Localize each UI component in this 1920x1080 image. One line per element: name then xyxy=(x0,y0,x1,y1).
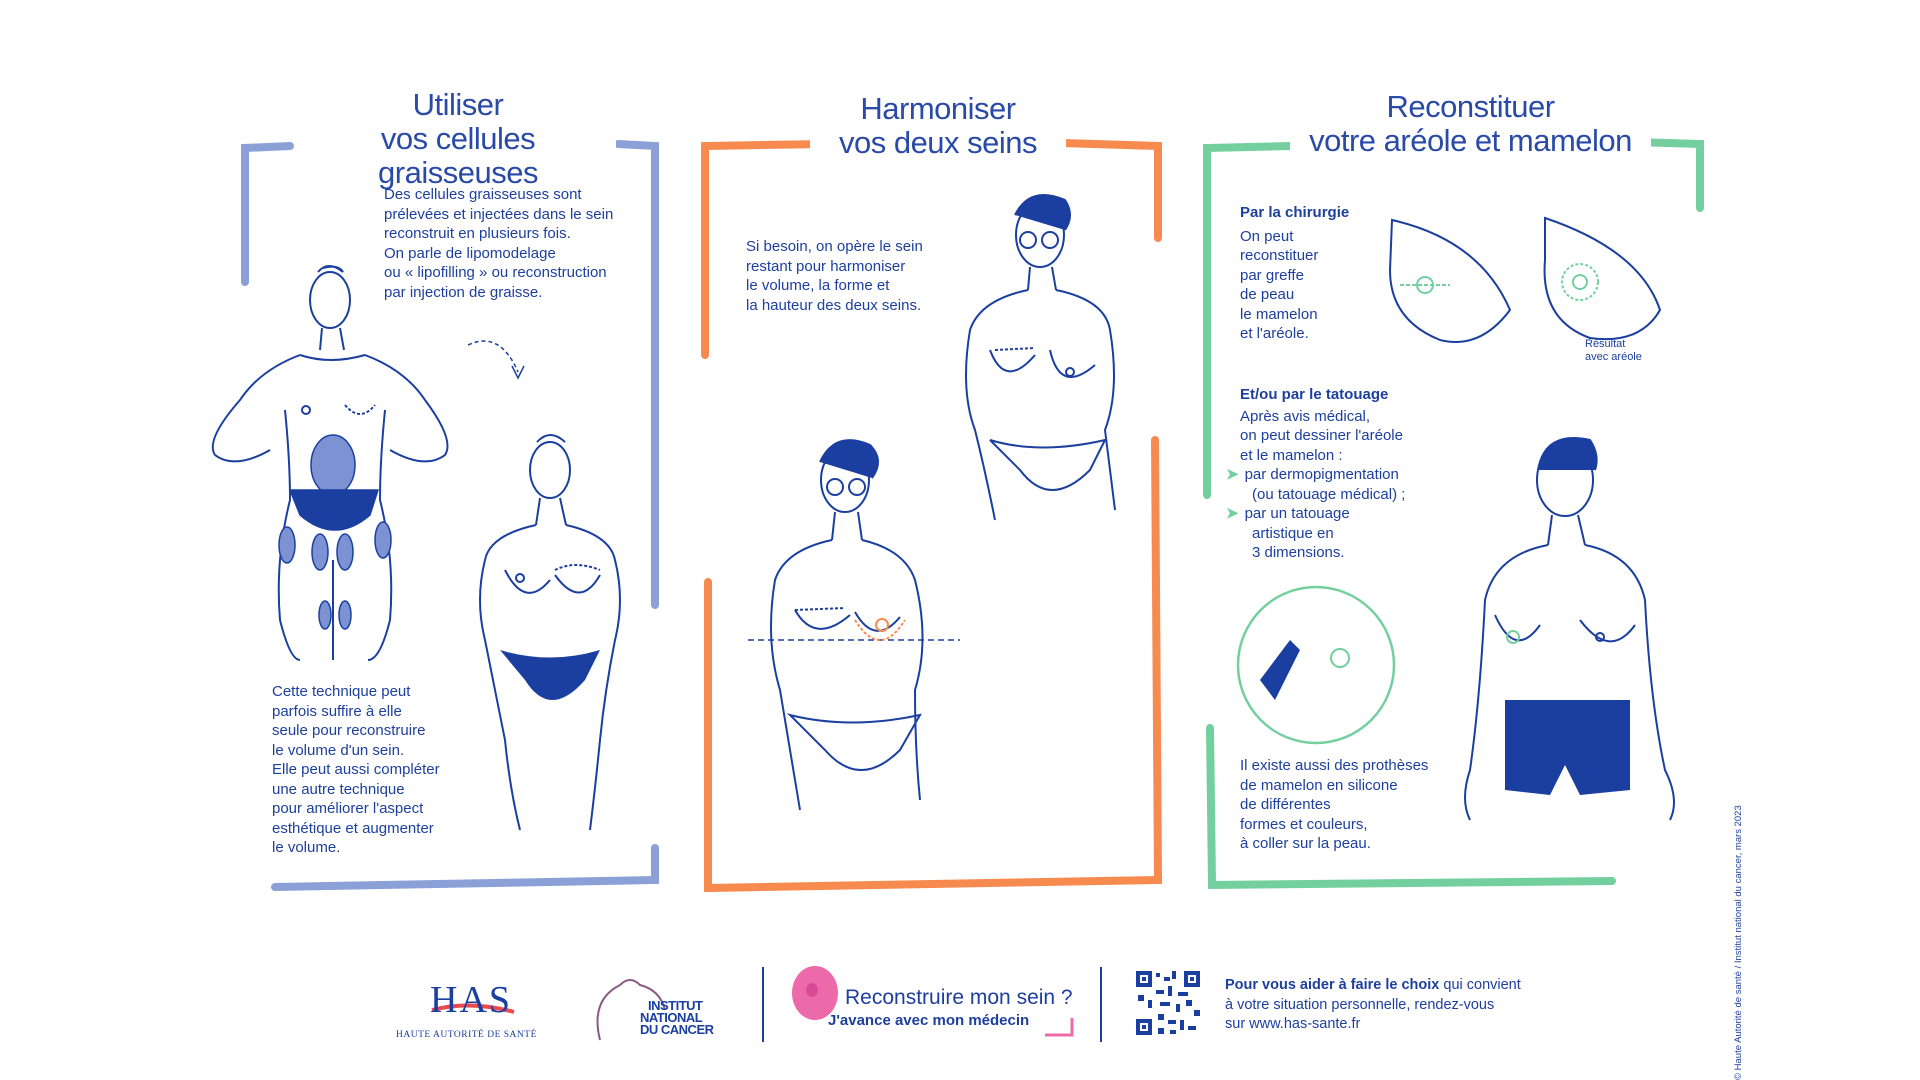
panel1-title-line2: vos cellules graisseuses xyxy=(378,121,538,190)
underwear xyxy=(500,650,600,700)
figure-harmonize-after xyxy=(770,439,924,811)
panel2-title-line1: Harmoniser xyxy=(860,91,1016,126)
figure-lipofilling-result xyxy=(479,434,621,831)
text-line: On peut xyxy=(1240,227,1294,245)
caption-line: avec aréole xyxy=(1585,351,1642,363)
inca-logo-silhouette xyxy=(596,979,666,1041)
cta-link[interactable]: sur www.has-sante.fr xyxy=(1225,1016,1361,1032)
text-line: prélevées et injectées dans le sein xyxy=(384,205,614,223)
has-logo: HAS xyxy=(430,979,513,1021)
panel3-title-line2: votre aréole et mamelon xyxy=(1309,123,1632,158)
campaign-title: Reconstruire mon sein ? xyxy=(845,986,1073,1009)
panel2-frame xyxy=(701,138,1163,893)
text-line: On parle de lipomodelage xyxy=(384,244,556,262)
has-logo-subtitle: HAUTE AUTORITÉ DE SANTÉ xyxy=(396,1030,537,1040)
tattoo-closeup-circle xyxy=(1236,585,1396,745)
cta-text: à votre situation personnelle, rendez-vo… xyxy=(1225,996,1495,1013)
text-line: on peut dessiner l'aréole xyxy=(1240,427,1403,444)
arrow-dashed-icon xyxy=(467,340,519,373)
text-line: à coller sur la peau. xyxy=(1240,835,1371,852)
tattoo-heading: Et/ou par le tatouage xyxy=(1240,386,1389,403)
panel1-title: Utiliser vos cellules graisseuses xyxy=(300,88,616,190)
text-line: reconstituer xyxy=(1240,247,1319,264)
text-line: parfois suffire à elle xyxy=(272,702,402,720)
text-line: par greffe xyxy=(1240,266,1304,284)
text-line: par injection de graisse. xyxy=(384,283,543,301)
text-line: ou « lipofilling » ou reconstruction xyxy=(384,264,607,281)
text-line: une autre technique xyxy=(272,780,405,798)
text-line: artistique en xyxy=(1252,524,1334,542)
panel2-title-line2: vos deux seins xyxy=(838,125,1038,160)
text-line: Elle peut aussi compléter xyxy=(272,761,440,778)
text-line: (ou tatouage médical) ; xyxy=(1252,485,1406,503)
text-line: formes et couleurs, xyxy=(1240,815,1368,833)
qr-code xyxy=(1136,971,1200,1035)
text-line: reconstruit en plusieurs fois. xyxy=(384,225,571,242)
inca-line: INSTITUT xyxy=(648,998,703,1013)
inca-line: DU CANCER xyxy=(640,1022,714,1037)
fat-zones xyxy=(278,434,392,630)
text-line: par dermopigmentation xyxy=(1244,466,1399,483)
text-line: le volume. xyxy=(272,839,341,856)
chevron-right-icon: ➤ xyxy=(1226,505,1239,522)
boxer-shorts xyxy=(1505,700,1630,795)
text-line: de peau xyxy=(1240,286,1295,303)
caption-line: Résultat xyxy=(1585,338,1626,350)
tattoo-hand xyxy=(1260,640,1300,700)
panel3-frame xyxy=(1203,138,1704,890)
figure-harmonize-before xyxy=(965,194,1116,521)
campaign-subtitle: J'avance avec mon médecin xyxy=(828,1012,1030,1029)
cta-text: qui convient xyxy=(1439,977,1521,993)
bullet-item: ➤ par un tatouage xyxy=(1226,504,1405,524)
panel3-surgery: Par la chirurgie On peut reconstituer pa… xyxy=(1240,203,1349,344)
panel3-tattoo: Et/ou par le tatouage Après avis médical… xyxy=(1226,385,1406,563)
result-caption: Résultat avec aréole xyxy=(1585,338,1642,364)
copyright: © Haute Autorité de santé / Institut nat… xyxy=(1733,805,1744,1080)
cta-bold: Pour vous aider à faire le choix xyxy=(1225,977,1440,993)
orange-nipple-mark xyxy=(875,618,889,632)
surgery-heading: Par la chirurgie xyxy=(1240,204,1350,221)
panel3-title: Reconstituer votre aréole et mamelon xyxy=(1290,90,1651,158)
panel1-title-line1: Utiliser xyxy=(412,87,504,122)
panel1-frame xyxy=(241,140,659,891)
text-line: Cette technique peut xyxy=(272,683,411,700)
figure-lipofilling-donor xyxy=(211,265,449,661)
text-line: la hauteur des deux seins. xyxy=(746,296,922,314)
text-line: de mamelon en silicone xyxy=(1240,776,1398,794)
striped-underwear xyxy=(989,438,1107,491)
text-line: Si besoin, on opère le sein xyxy=(746,238,923,255)
text-line: le volume, la forme et xyxy=(746,277,890,294)
text-line: seule pour reconstruire xyxy=(272,722,426,739)
bullet-item: ➤ par dermopigmentation xyxy=(1226,465,1405,485)
text-line: restant pour harmoniser xyxy=(746,257,906,275)
text-line: et l'aréole. xyxy=(1240,325,1309,342)
inca-logo: INSTITUT NATIONAL DU CANCER xyxy=(640,998,714,1037)
chevron-right-icon: ➤ xyxy=(1226,466,1239,483)
panel2-intro: Si besoin, on opère le sein restant pour… xyxy=(746,237,923,315)
footer-cta: Pour vous aider à faire le choix qui con… xyxy=(1225,976,1521,1035)
panel3-prosthesis: Il existe aussi des prothèses de mamelon… xyxy=(1240,756,1428,854)
text-line: de différentes xyxy=(1240,796,1331,813)
text-line: Après avis médical, xyxy=(1240,407,1371,425)
text-line: le mamelon xyxy=(1240,305,1318,323)
panel2-title: Harmoniser vos deux seins xyxy=(810,92,1066,160)
text-line: 3 dimensions. xyxy=(1252,544,1345,561)
text-line: le volume d'un sein. xyxy=(272,741,405,759)
text-line: Il existe aussi des prothèses xyxy=(1240,757,1429,774)
figure-areola-result xyxy=(1464,437,1675,821)
panel3-title-line1: Reconstituer xyxy=(1386,89,1555,124)
text-line: par un tatouage xyxy=(1244,505,1350,522)
inca-line: NATIONAL xyxy=(640,1010,703,1025)
panel1-intro: Des cellules graisseuses sont prélevées … xyxy=(384,185,613,302)
text-line: et le mamelon : xyxy=(1240,446,1343,464)
text-line: pour améliorer l'aspect xyxy=(272,800,424,817)
panel1-note: Cette technique peut parfois suffire à e… xyxy=(272,682,440,858)
has-logo-swoosh xyxy=(431,1003,515,1014)
text-line: Des cellules graisseuses sont xyxy=(384,186,582,203)
text-line: esthétique et augmenter xyxy=(272,819,434,837)
breast-graft-diagram xyxy=(1388,216,1662,343)
